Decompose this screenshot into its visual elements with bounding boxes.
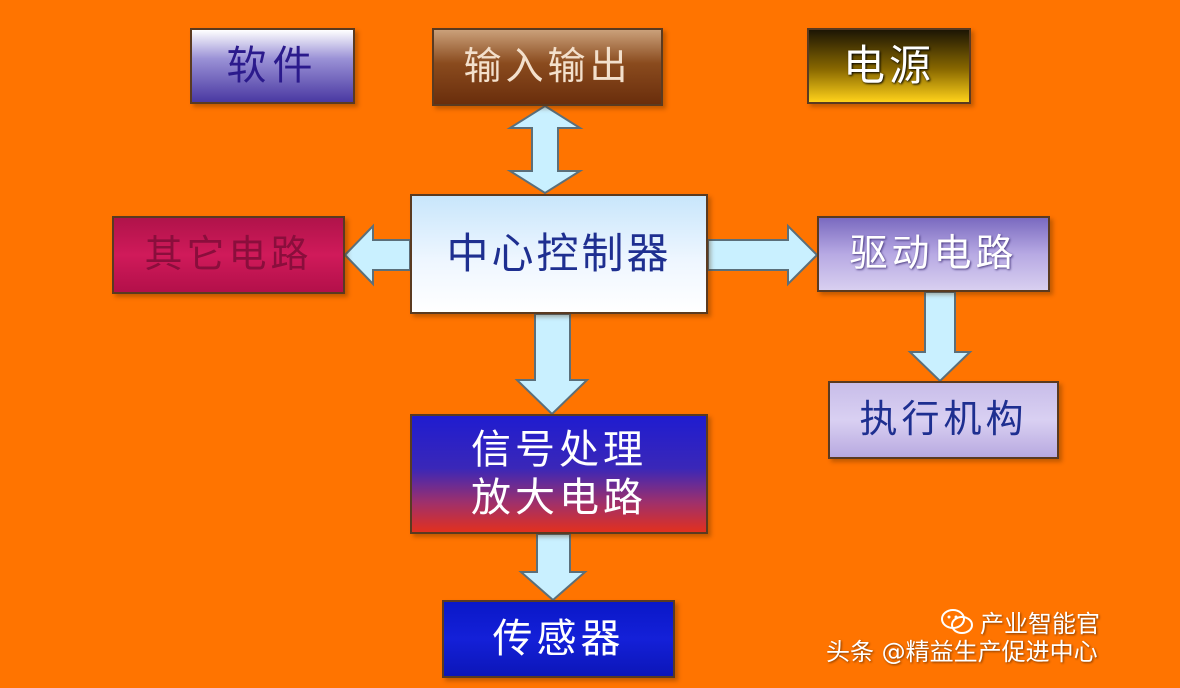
wechat-icon (941, 608, 973, 634)
arrow-drive-actuator (907, 291, 973, 383)
arrow-center-drive (707, 223, 819, 287)
software-box: 软件 (190, 28, 355, 104)
amplifier-circuit-label: 放大电路 (471, 475, 647, 521)
drive-circuit-box: 驱动电路 (817, 216, 1050, 292)
power-box: 电源 (807, 28, 971, 104)
signal-processing-label: 信号处理 (471, 427, 647, 473)
central-controller-box: 中心控制器 (410, 194, 708, 314)
other-circuits-label: 其它电路 (144, 232, 313, 277)
sensor-box: 传感器 (442, 600, 675, 678)
signal-processing-box: 信号处理 放大电路 (410, 414, 708, 534)
arrow-io-center (506, 104, 584, 195)
sensor-label: 传感器 (492, 616, 625, 662)
actuator-box: 执行机构 (828, 381, 1059, 459)
watermark: 头条 @精益生产促进中心 (826, 638, 1098, 666)
software-label: 软件 (226, 43, 319, 89)
actuator-label: 执行机构 (859, 397, 1028, 442)
other-circuits-box: 其它电路 (112, 216, 345, 294)
power-label: 电源 (842, 40, 935, 90)
arrow-center-other (343, 223, 411, 287)
brand-tag-label: 产业智能官 (980, 610, 1100, 638)
brand-tag: 产业智能官 (940, 604, 1100, 639)
io-box: 输入输出 (432, 28, 663, 106)
arrow-signal-sensor (518, 533, 588, 602)
io-label: 输入输出 (463, 44, 632, 89)
drive-circuit-label: 驱动电路 (849, 231, 1018, 276)
central-controller-label: 中心控制器 (446, 228, 672, 278)
arrow-center-signal (514, 313, 590, 416)
